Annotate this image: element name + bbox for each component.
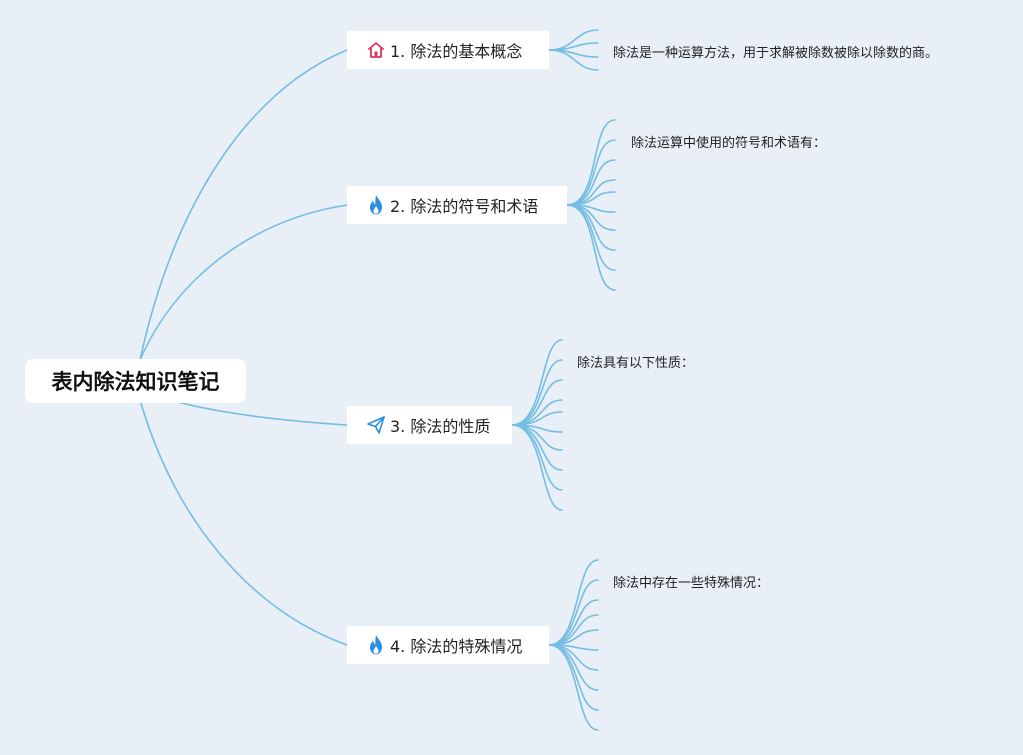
root-link-2 xyxy=(139,204,348,361)
topic-basic-concept[interactable]: 1. 除法的基本概念 xyxy=(347,31,549,69)
home-icon xyxy=(365,39,387,61)
fire-icon xyxy=(365,194,387,216)
leaf-text-symbols-terms[interactable]: 除法运算中使用的符号和术语有： xyxy=(631,136,827,151)
leaf-text-basic-concept[interactable]: 除法是一种运算方法，用于求解被除数被除以除数的商。 xyxy=(613,46,939,61)
fire-icon xyxy=(365,634,387,656)
topic-label: 2. 除法的符号和术语 xyxy=(390,197,539,216)
root-topic[interactable]: 表内除法知识笔记 xyxy=(25,359,246,403)
leaf-text-properties[interactable]: 除法具有以下性质： xyxy=(577,356,695,371)
leaf-fan-3 xyxy=(511,339,563,511)
topic-label: 1. 除法的基本概念 xyxy=(390,42,523,61)
paper-plane-icon xyxy=(365,414,387,436)
root-link-4 xyxy=(139,399,348,646)
root-topic-label: 表内除法知识笔记 xyxy=(51,370,220,394)
leaf-fan-2 xyxy=(566,119,616,291)
topic-label: 4. 除法的特殊情况 xyxy=(390,637,523,656)
leaf-fan-1 xyxy=(548,29,599,71)
topic-special-cases[interactable]: 4. 除法的特殊情况 xyxy=(347,626,549,664)
leaf-text-special-cases[interactable]: 除法中存在一些特殊情况： xyxy=(613,576,770,591)
topic-label: 3. 除法的性质 xyxy=(390,417,491,436)
root-link-1 xyxy=(139,49,348,361)
leaf-fan-4 xyxy=(548,559,599,731)
topic-properties[interactable]: 3. 除法的性质 xyxy=(347,406,512,444)
topic-symbols-terms[interactable]: 2. 除法的符号和术语 xyxy=(347,186,567,224)
